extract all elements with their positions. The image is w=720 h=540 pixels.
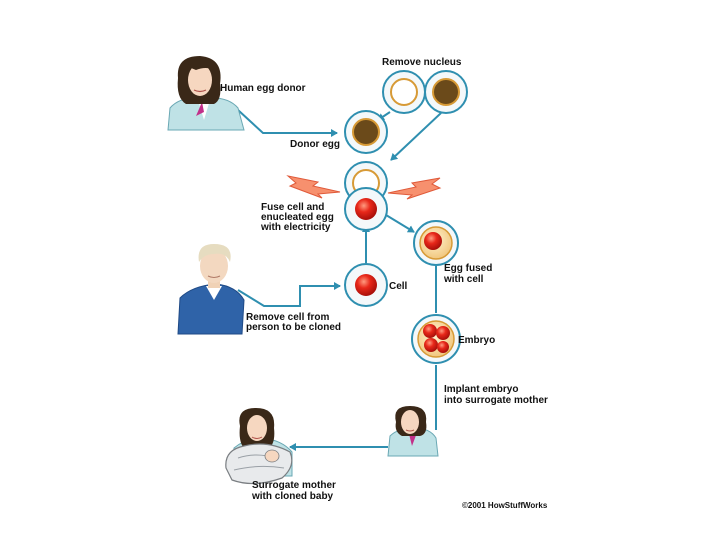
diagram-labels: Human egg donor Remove nucleus Donor egg… [220,57,548,510]
label-remove-cell-line2: person to be cloned [246,322,341,333]
label-egg-fused-line1: Egg fused [444,263,492,274]
label-cell: Cell [389,281,408,292]
electric-spark-left-icon [286,175,341,199]
label-fuse-line3: with electricity [260,222,331,233]
flow-arrows [237,109,442,451]
label-copyright: ©2001 HowStuffWorks [462,501,548,510]
label-donor-egg: Donor egg [290,139,340,150]
label-embryo: Embryo [458,335,495,346]
label-egg-fused-line2: with cell [443,274,484,285]
arrow-donor-to-egg [237,109,338,137]
egg-donor-woman-icon [167,56,245,131]
label-fuse-line2: enucleated egg [261,212,334,223]
fuse-cell [344,187,388,231]
label-surrogate-line2: with cloned baby [251,491,334,502]
remove-nucleus-egg-empty [382,70,426,114]
man-to-be-cloned-icon [177,244,245,335]
label-implant-line2: into surrogate mother [444,395,548,406]
remove-nucleus-nucleus [424,70,468,114]
label-remove-cell-line1: Remove cell from [246,312,329,323]
arrow-nucleus-removed [390,112,442,161]
label-implant-line1: Implant embryo [444,384,518,395]
arrow-fuse-to-fused [385,214,415,233]
donor-egg-cell [344,110,388,154]
label-human-egg-donor: Human egg donor [220,83,306,94]
donor-body-cell [344,263,388,307]
label-remove-nucleus: Remove nucleus [382,57,462,68]
mother-with-cloned-baby-icon [225,408,293,485]
label-surrogate-line1: Surrogate mother [252,480,336,491]
surrogate-mother-icon [387,406,439,457]
embryo-cell [411,314,461,364]
egg-fused-cell [413,220,459,266]
electric-spark-right-icon [387,177,442,200]
arrow-man-to-cell [237,282,341,307]
label-fuse-line1: Fuse cell and [261,202,324,213]
